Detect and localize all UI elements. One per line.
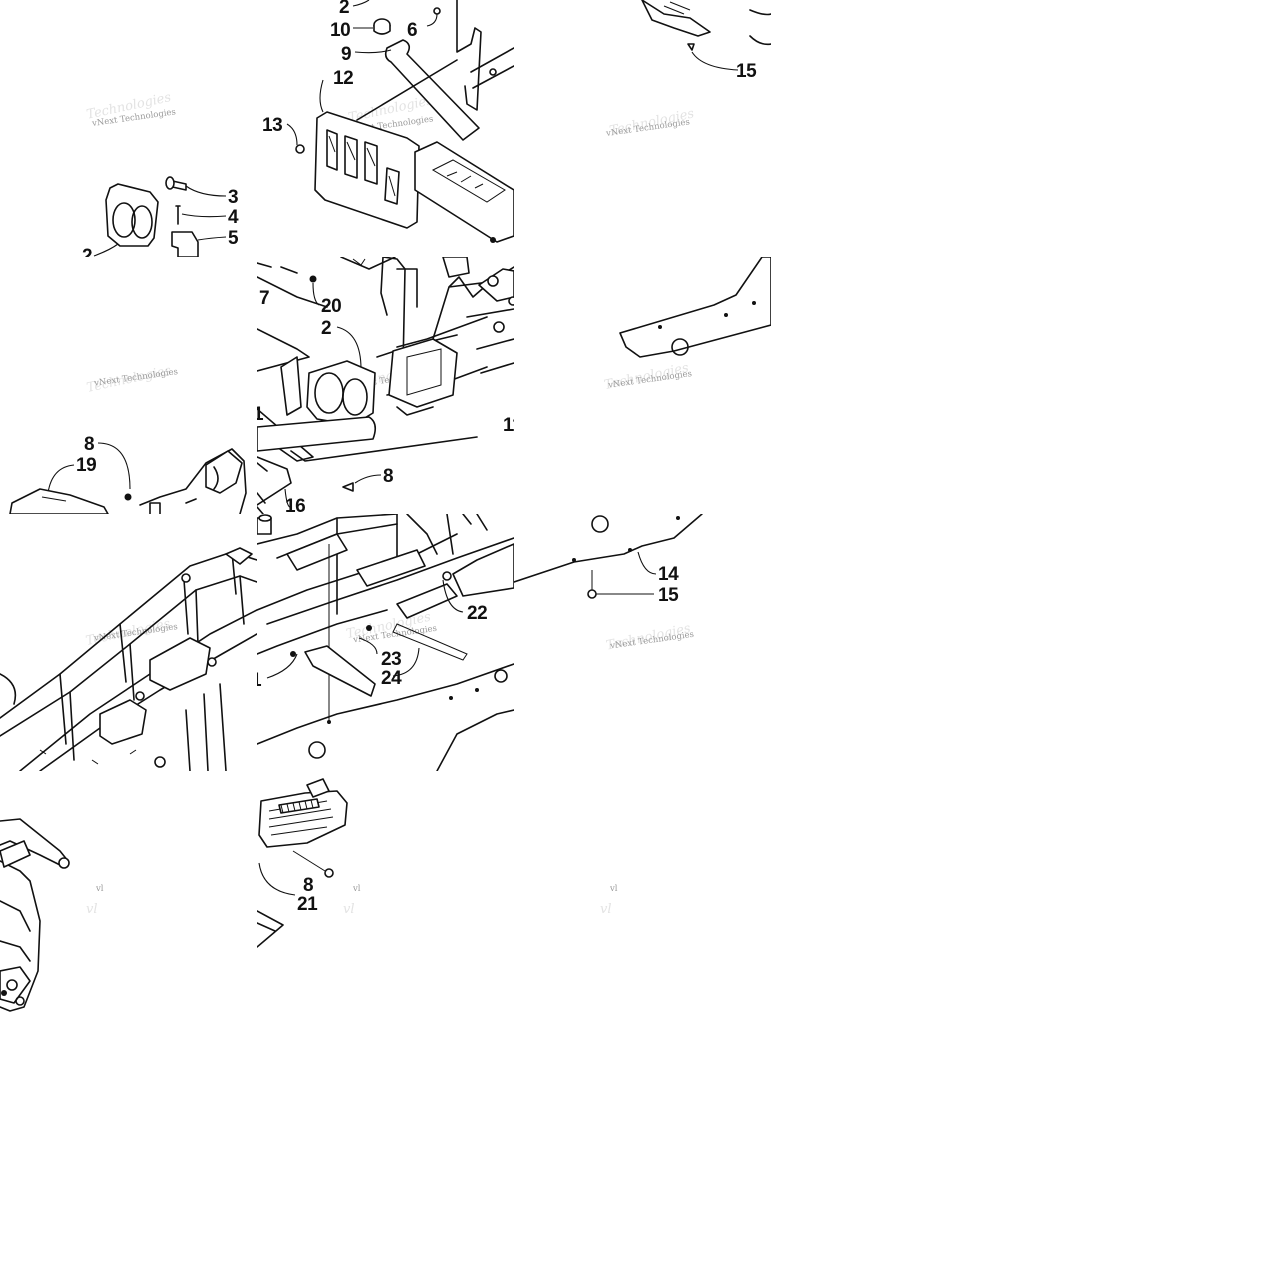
callout-21: 21 [297, 894, 318, 915]
tile-r3-c1: Technologies vNext Technologies [0, 514, 257, 771]
watermark-text: vl [600, 902, 612, 917]
bolt-1 [290, 651, 296, 657]
watermark-text: vl [352, 884, 361, 894]
footrest-21 [258, 778, 348, 848]
tile-r4-c1: vl vl [0, 771, 257, 1028]
tile-r1-c1: Technologies vNext Technologies 3 4 5 2 [0, 0, 257, 257]
floor-panel-fragment [619, 257, 771, 358]
callout-8c: 8 [303, 875, 313, 896]
screw-15 [687, 43, 695, 51]
tile-r1-c3: Technologies vNext Technologies 15 [514, 0, 771, 257]
watermark-text: vl [343, 902, 355, 917]
nut-6 [433, 7, 441, 15]
tile-r3-c3: Technologies vNext Technologies 14 15 [514, 514, 771, 771]
bolt-3 [165, 176, 187, 191]
main-frame [0, 547, 257, 771]
screw-4 [175, 205, 181, 225]
floor-panel-14 [514, 514, 703, 583]
tile-r2-c2: Technologies vNext Technologies 7 20 2 [257, 257, 514, 514]
rear-rack-frame [0, 818, 70, 1012]
tile-r3-c2: Technologies vNext Technologies [257, 514, 514, 771]
watermark: Technologies vNext Technologies [345, 610, 438, 646]
watermark: Technologies vNext Technologies [85, 90, 176, 129]
bolt-13 [295, 144, 305, 154]
tile-r2-c1: Technologies vNext Technologies 8 19 [0, 257, 257, 514]
callout-15b: 15 [658, 585, 679, 606]
watermark: Technologies vNext Technologies [85, 363, 178, 396]
headlight-housing [105, 183, 159, 247]
callout-16: 16 [285, 496, 305, 514]
callout-7: 7 [259, 288, 269, 309]
headlight-2 [306, 360, 376, 426]
skid-guard [414, 141, 514, 243]
watermark-text: vl [609, 884, 618, 894]
bolt-8 [342, 482, 354, 492]
tile-r4-c3: vl vl [514, 771, 771, 1028]
bolt-8c [324, 868, 334, 878]
rear-frame [257, 514, 514, 724]
tile-r2-c3: Technologies vNext Technologies [514, 257, 771, 514]
watermark: Technologies vNext Technologies [605, 106, 696, 139]
callout-13: 13 [262, 115, 282, 136]
callout-24: 24 [381, 668, 402, 689]
footrest-23 [304, 645, 376, 697]
watermark: Technologies vNext Technologies [84, 616, 178, 649]
callout-19: 19 [76, 455, 96, 476]
callout-2b: 2 [321, 318, 331, 339]
callout-9: 9 [341, 44, 351, 65]
bracket-5 [171, 231, 199, 257]
tube-1 [257, 416, 377, 452]
tile-r1-c2: Technologies vNext Technologies 2 6 10 9 [257, 0, 514, 257]
screw-15b [587, 589, 597, 599]
tube-9 [384, 39, 480, 141]
callout-4: 4 [228, 207, 239, 228]
watermark-text: vl [86, 902, 98, 917]
bolt-20 [309, 275, 317, 283]
plug-10 [373, 18, 391, 35]
callout-8b: 8 [383, 466, 393, 487]
footrest-fragment [641, 0, 711, 37]
floor-hole [308, 741, 326, 759]
watermark: Technologies vNext Technologies [603, 360, 693, 393]
callout-11: 11 [503, 415, 514, 436]
tile-r4-c2: vl vl 8 21 [257, 771, 514, 1028]
callout-22: 22 [467, 603, 487, 624]
watermark: Technologies vNext Technologies [605, 621, 695, 654]
callout-15: 15 [736, 61, 757, 82]
callout-20: 20 [321, 296, 341, 317]
callout-6: 6 [407, 20, 417, 41]
callout-10: 10 [330, 20, 350, 41]
callout-2: 2 [339, 0, 349, 18]
callout-1: 1 [257, 404, 264, 425]
callout-1c: 1 [257, 670, 262, 691]
callout-8: 8 [84, 434, 94, 455]
support-19 [9, 488, 109, 514]
watermark-text: vl [95, 884, 104, 894]
callout-12: 12 [333, 68, 353, 89]
callout-14: 14 [658, 564, 679, 585]
callout-5: 5 [228, 228, 239, 249]
bracket-frame [456, 0, 482, 111]
callout-23: 23 [381, 649, 401, 670]
callout-3: 3 [228, 187, 238, 208]
callout-2-cut: 2 [82, 246, 92, 257]
